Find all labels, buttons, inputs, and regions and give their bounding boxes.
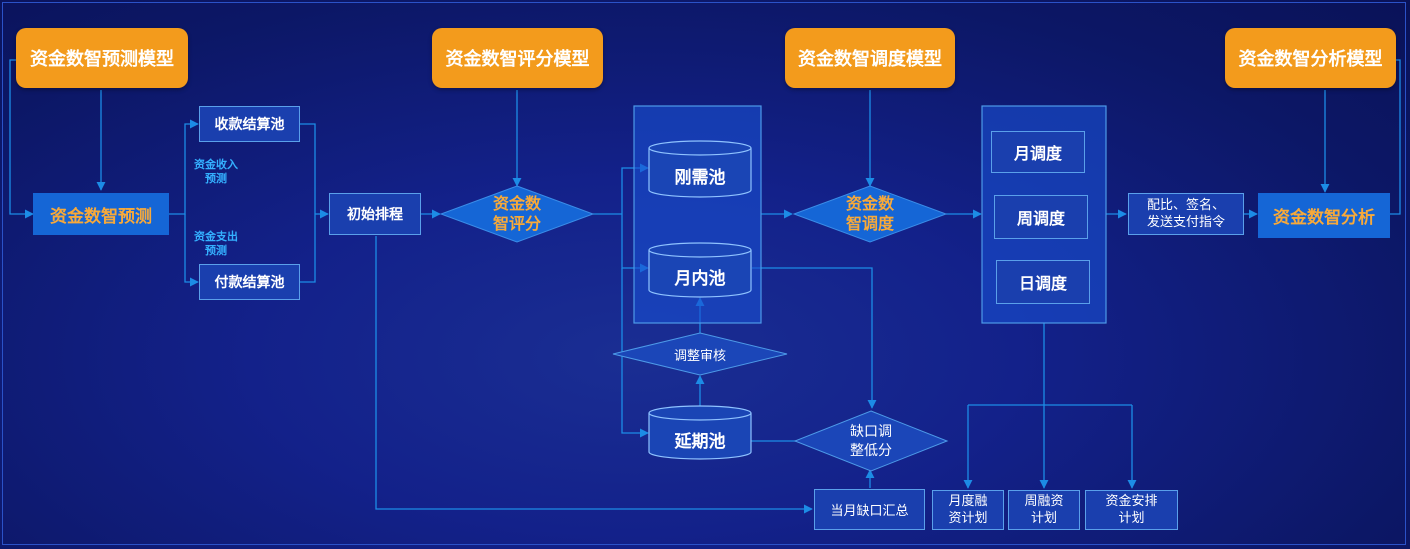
scoring-diamond-label: 资金数智评分: [492, 194, 541, 233]
daily-dispatch-box: 日调度: [996, 260, 1090, 304]
rigid-pool-label: 刚需池: [674, 167, 726, 188]
monthly-gap-summary-box: 当月缺口汇总: [814, 489, 925, 530]
initial-schedule-box: 初始排程: [329, 193, 421, 235]
income-forecast-label: 资金收入预测: [194, 158, 238, 185]
monthly-dispatch-box: 月调度: [991, 131, 1085, 173]
analysis-model-box: 资金数智分析模型: [1225, 28, 1396, 88]
deferred-pool-label: 延期池: [674, 431, 726, 452]
scoring-model-box: 资金数智评分模型: [432, 28, 603, 88]
gap-adjust-label: 缺口调整低分: [850, 424, 892, 459]
forecast-model-box: 资金数智预测模型: [16, 28, 188, 88]
monthly-pool-label: 月内池: [674, 268, 726, 289]
monthly-finance-plan-box: 月度融资计划: [932, 490, 1004, 530]
fund-arrangement-plan-box: 资金安排计划: [1085, 490, 1178, 530]
scheduling-model-box: 资金数智调度模型: [785, 28, 955, 88]
forecast-node: 资金数智预测: [33, 193, 169, 235]
expense-forecast-label: 资金支出预测: [194, 230, 238, 257]
payment-command-box: 配比、签名、发送支付指令: [1128, 193, 1244, 235]
payment-pool-box: 付款结算池: [199, 264, 300, 300]
weekly-finance-plan-box: 周融资计划: [1008, 490, 1080, 530]
analysis-node: 资金数智分析: [1258, 193, 1390, 238]
receipt-pool-box: 收款结算池: [199, 106, 300, 142]
weekly-dispatch-box: 周调度: [994, 195, 1088, 239]
adjust-review-label: 调整审核: [673, 348, 726, 364]
dispatch-diamond-label: 资金数智调度: [845, 194, 894, 233]
